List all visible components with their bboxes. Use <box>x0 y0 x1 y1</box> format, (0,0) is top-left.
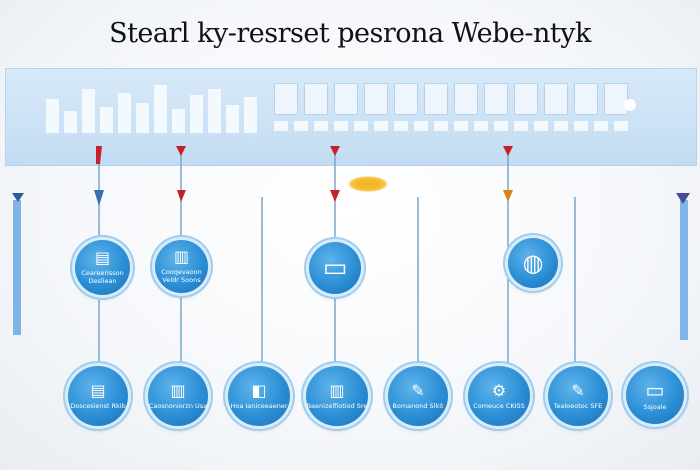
header-banner <box>5 68 697 166</box>
bus-icon: ▭ <box>645 377 665 402</box>
top-node-3[interactable]: ▭ <box>309 242 361 294</box>
book-icon: ▥ <box>173 247 190 266</box>
document-icon: ▤ <box>90 380 106 400</box>
highlight-marker <box>348 176 388 192</box>
tag-icon: ◧ <box>251 380 267 400</box>
book-icon: ▥ <box>170 380 186 400</box>
right-bracket <box>680 200 688 340</box>
node-label: Baenizelfiotiod Sre <box>306 401 368 410</box>
pencil-icon: ✎ <box>571 380 585 400</box>
globe-icon: ◍ <box>522 249 544 277</box>
node-label: Tealoeotoc SFE <box>553 401 603 410</box>
node-label: Hoa Ianiceeaener <box>230 401 288 410</box>
top-node-2[interactable]: ▥ Cooqevaoon Veldr Soons <box>155 240 208 293</box>
bottom-node-6[interactable]: ⚙ Comeuce CKISS <box>468 366 530 426</box>
top-node-1[interactable]: ▤ Ceareerisson Desliean <box>75 240 130 295</box>
left-bracket <box>13 200 21 335</box>
bottom-node-4[interactable]: ▥ Baenizelfiotiod Sre <box>306 366 368 426</box>
document-icon: ▤ <box>94 248 111 267</box>
node-label: Ceareerisson Desliean <box>81 269 124 285</box>
node-label: Bomanond Slkit <box>392 401 444 410</box>
bottom-node-5[interactable]: ✎ Bomanond Slkit <box>388 366 448 426</box>
node-label: Ssjoale <box>643 402 667 411</box>
bottom-node-2[interactable]: ▥ Caosnoniorzn Usa <box>148 366 208 426</box>
monitor-icon: ▭ <box>322 253 348 283</box>
bottom-node-1[interactable]: ▤ Doscesienst Rkib <box>68 366 128 426</box>
book-icon: ▥ <box>329 380 345 400</box>
node-label: Caosnoniorzn Usa <box>148 401 208 410</box>
page-title: Stearl ky-resrset pesrona Webe-ntyk <box>109 18 591 49</box>
node-label: Cooqevaoon Veldr Soons <box>161 268 202 284</box>
note-icon: ✎ <box>411 380 425 400</box>
node-label: Doscesienst Rkib <box>70 401 126 410</box>
bottom-node-8[interactable]: ▭ Ssjoale <box>626 366 684 424</box>
gear-icon: ⚙ <box>491 380 507 400</box>
banner-graphic <box>42 81 670 133</box>
node-label: Comeuce CKISS <box>473 401 525 410</box>
bottom-node-3[interactable]: ◧ Hoa Ianiceeaener <box>228 366 290 426</box>
top-node-4[interactable]: ◍ <box>508 238 558 288</box>
bottom-node-7[interactable]: ✎ Tealoeotoc SFE <box>548 366 608 426</box>
